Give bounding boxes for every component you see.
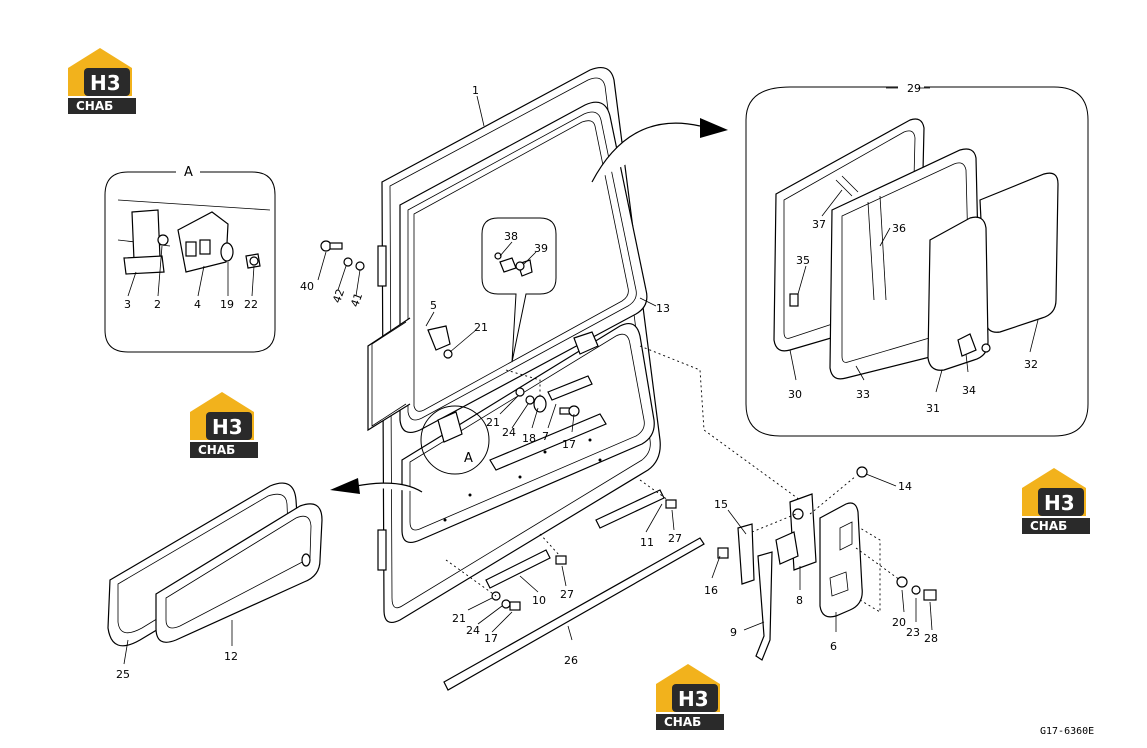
drawing-code: G17-6360E <box>1040 726 1095 737</box>
label-part-9: 9 <box>730 626 737 639</box>
label-part-31: 31 <box>926 402 940 415</box>
rail-parts <box>485 489 665 589</box>
label-part-39: 39 <box>534 242 548 255</box>
label-part-29: 29 <box>907 82 921 95</box>
svg-text:CHAБ: CHAБ <box>664 715 701 729</box>
svg-text:H3: H3 <box>212 415 243 439</box>
label-part-4: 4 <box>194 298 201 311</box>
label-part-14: 14 <box>898 480 912 493</box>
label-part-37: 37 <box>812 218 826 231</box>
label-part-12: 12 <box>224 650 238 663</box>
label-part-40: 40 <box>300 280 314 293</box>
label-part-2: 2 <box>154 298 161 311</box>
detail-a-box: A <box>104 164 276 353</box>
label-part-34: 34 <box>962 384 976 397</box>
glass-kit-box <box>745 80 1089 437</box>
label-part-20: 20 <box>892 616 906 629</box>
label-part-13: 13 <box>656 302 670 315</box>
arrow-to-glass-kit <box>591 118 728 183</box>
label-part-28: 28 <box>924 632 938 645</box>
svg-text:H3: H3 <box>1044 491 1075 515</box>
part-labels: 1 13 5 21 21 24 18 7 17 38 39 40 42 41 3… <box>116 82 1038 681</box>
svg-text:H3: H3 <box>678 687 709 711</box>
svg-text:CHAБ: CHAБ <box>76 99 113 113</box>
callout-a-label: A <box>464 451 473 466</box>
arrow-to-lower-glass <box>330 478 423 494</box>
label-part-30: 30 <box>788 388 802 401</box>
label-part-33: 33 <box>856 388 870 401</box>
label-part-7: 7 <box>542 430 549 443</box>
label-part-8: 8 <box>796 594 803 607</box>
label-part-17: 17 <box>562 438 576 451</box>
svg-text:CHAБ: CHAБ <box>198 443 235 457</box>
label-part-27: 27 <box>668 532 682 545</box>
label-part-27: 27 <box>560 588 574 601</box>
label-part-16: 16 <box>704 584 718 597</box>
assembly-lines <box>445 345 901 613</box>
lock-assembly <box>717 493 863 661</box>
label-part-41: 41 <box>348 291 365 309</box>
svg-text:H3: H3 <box>90 71 121 95</box>
label-part-36: 36 <box>892 222 906 235</box>
label-part-5: 5 <box>430 299 437 312</box>
label-part-42: 42 <box>330 287 347 305</box>
brand-logo: H3 CHAБ <box>1022 468 1090 534</box>
label-part-15: 15 <box>714 498 728 511</box>
leader-lines <box>123 87 1039 665</box>
label-part-19: 19 <box>220 298 234 311</box>
label-part-17: 17 <box>484 632 498 645</box>
label-part-11: 11 <box>640 536 654 549</box>
label-part-25: 25 <box>116 668 130 681</box>
label-part-10: 10 <box>532 594 546 607</box>
brand-logo: H3 CHAБ <box>656 664 724 730</box>
label-part-32: 32 <box>1024 358 1038 371</box>
svg-text:CHAБ: CHAБ <box>1030 519 1067 533</box>
brand-logo: H3 CHAБ <box>190 392 258 458</box>
brand-logo: H3 CHAБ <box>68 48 136 114</box>
label-part-3: 3 <box>124 298 131 311</box>
detail-a-label: A <box>184 165 193 180</box>
label-part-1: 1 <box>472 84 479 97</box>
label-part-26: 26 <box>564 654 578 667</box>
label-part-22: 22 <box>244 298 258 311</box>
label-part-38: 38 <box>504 230 518 243</box>
lower-glass-assembly <box>107 482 323 647</box>
seal-strip <box>443 537 705 691</box>
label-part-6: 6 <box>830 640 837 653</box>
label-part-21: 21 <box>474 321 488 334</box>
label-part-24: 24 <box>466 624 480 637</box>
label-part-18: 18 <box>522 432 536 445</box>
label-part-21: 21 <box>486 416 500 429</box>
label-part-23: 23 <box>906 626 920 639</box>
label-part-35: 35 <box>796 254 810 267</box>
label-part-24: 24 <box>502 426 516 439</box>
label-part-21: 21 <box>452 612 466 625</box>
